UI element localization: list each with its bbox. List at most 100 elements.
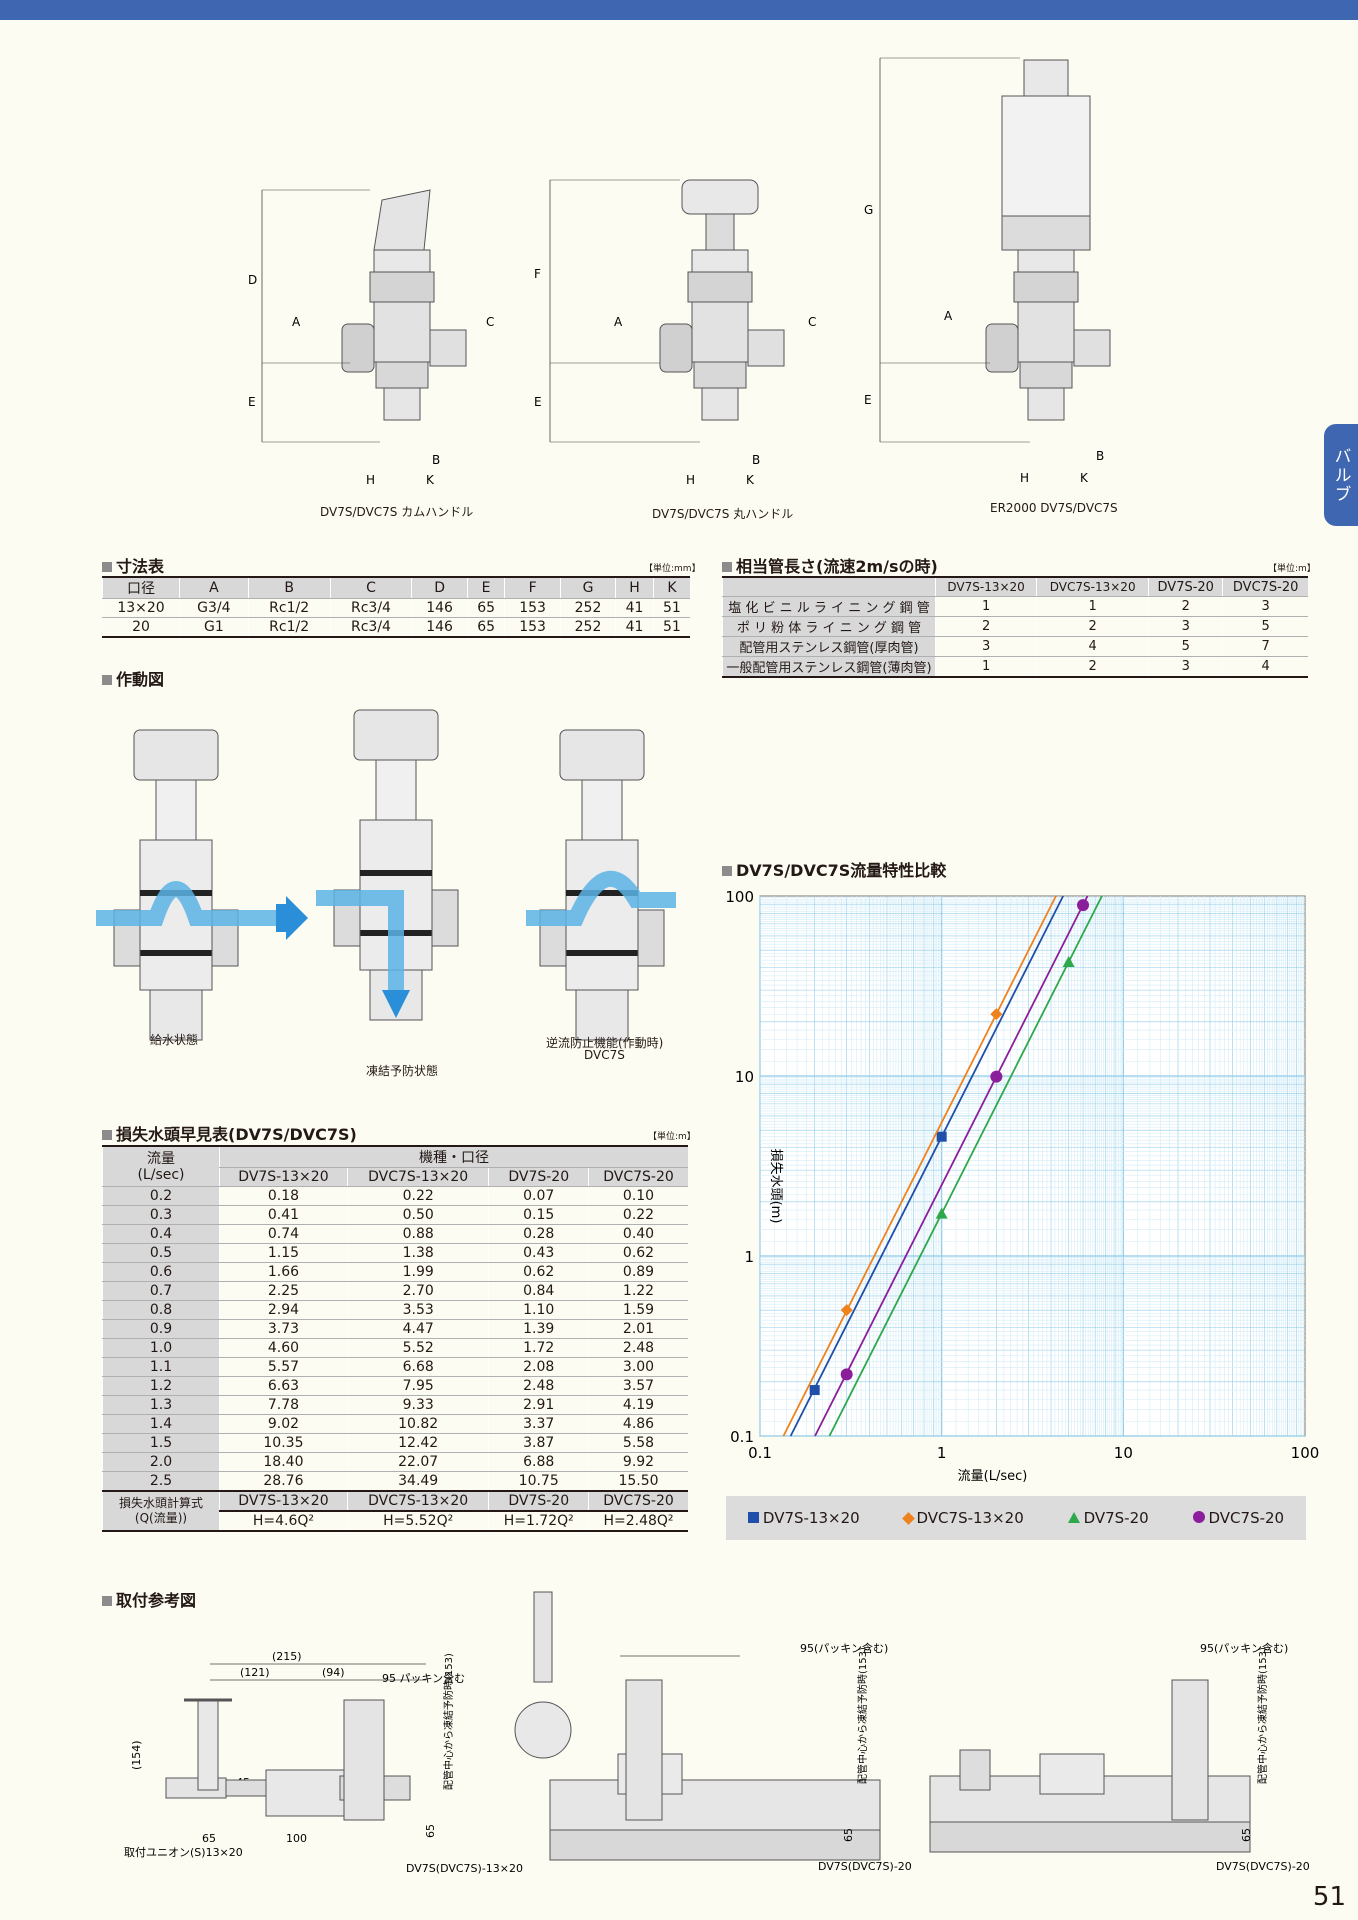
triangle-marker xyxy=(935,1207,948,1219)
dim-E3: E xyxy=(864,393,872,407)
triangle-marker-icon xyxy=(1067,1512,1080,1523)
svg-text:(121): (121) xyxy=(240,1666,270,1679)
dim-A1: A xyxy=(292,315,301,329)
svg-text:95 パッキン含む: 95 パッキン含む xyxy=(382,1671,465,1685)
circle-marker xyxy=(990,1070,1003,1083)
x-tick-label: 0.1 xyxy=(748,1444,772,1462)
dim-G: G xyxy=(864,203,873,217)
svg-text:(215): (215) xyxy=(272,1650,302,1663)
install-a: (215) (121) (94) 95 パッキン含む (154) 45 65 1… xyxy=(124,1650,523,1875)
caption-cam: DV7S/DVC7S カムハンドル xyxy=(320,505,474,519)
dim-E1: E xyxy=(248,395,256,409)
install-b: 95(パッキン含む) 配管中心から凍結予防時(153) 65 DV7S(DVC7… xyxy=(514,1591,912,1873)
caption-er: ER2000 DV7S/DVC7S xyxy=(990,501,1118,515)
page-number: 51 xyxy=(1312,1882,1346,1912)
dim-B2: B xyxy=(752,453,760,467)
install-c: 95(パッキン含む) 配管中心から凍結予防時(153) 65 DV7S(DVC7… xyxy=(929,1641,1310,1873)
operation-title: 作動図 xyxy=(102,666,164,690)
y-tick-label: 10 xyxy=(735,1068,754,1086)
top-bar xyxy=(0,0,1358,20)
equiv-title: 相当管長さ(流速2m/sの時) xyxy=(722,553,938,577)
dim-F: F xyxy=(534,267,541,281)
square-marker xyxy=(809,1385,820,1396)
y-tick-label: 1 xyxy=(744,1248,754,1266)
legend-item: DVC7S-20 xyxy=(1192,1509,1284,1527)
cam-handle-valve xyxy=(341,189,467,421)
x-tick-label: 1 xyxy=(937,1444,947,1462)
svg-text:配管中心から凍結予防時(153): 配管中心から凍結予防時(153) xyxy=(1256,1647,1269,1784)
diamond-marker xyxy=(840,1304,853,1317)
svg-text:DV7S(DVC7S)-20: DV7S(DVC7S)-20 xyxy=(1216,1860,1310,1873)
diamond-marker-icon xyxy=(901,1512,915,1525)
legend-item: DV7S-13×20 xyxy=(747,1509,860,1527)
svg-text:95(パッキン含む): 95(パッキン含む) xyxy=(800,1641,888,1655)
svg-text:95(パッキン含む): 95(パッキン含む) xyxy=(1200,1641,1288,1655)
round-handle-valve xyxy=(659,179,785,421)
svg-text:65: 65 xyxy=(842,1828,855,1842)
dim-D: D xyxy=(248,273,257,287)
svg-text:(94): (94) xyxy=(322,1666,345,1679)
dim-C1: C xyxy=(486,315,494,329)
chart-legend: DV7S-13×20 DVC7S-13×20 DV7S-20 DVC7S-20 xyxy=(726,1496,1306,1540)
svg-text:65: 65 xyxy=(1240,1828,1253,1842)
svg-text:DV7S(DVC7S)-20: DV7S(DVC7S)-20 xyxy=(818,1860,912,1873)
chart-title: DV7S/DVC7S流量特性比較 xyxy=(722,857,946,881)
loss-title: 損失水頭早見表(DV7S/DVC7S) xyxy=(102,1121,357,1145)
x-tick-label: 100 xyxy=(1291,1444,1320,1462)
x-tick-label: 10 xyxy=(1114,1444,1133,1462)
dim-C2: C xyxy=(808,315,816,329)
side-tab[interactable]: バルブ xyxy=(1324,424,1358,526)
circle-marker xyxy=(1077,899,1090,912)
dim-H3: H xyxy=(1020,471,1029,485)
svg-text:配管中心から凍結予防時(153): 配管中心から凍結予防時(153) xyxy=(856,1647,869,1784)
dim-A2: A xyxy=(614,315,623,329)
dim-E2: E xyxy=(534,395,542,409)
series-line xyxy=(828,895,1103,1437)
dim-K1: K xyxy=(426,473,435,487)
x-axis-label: 流量(L/sec) xyxy=(958,1469,1028,1484)
square-marker xyxy=(936,1131,947,1142)
equiv-unit: 【単位:m】 xyxy=(1268,564,1316,574)
er2000-valve xyxy=(985,59,1111,421)
caption-round: DV7S/DVC7S 丸ハンドル xyxy=(652,507,794,521)
series-line xyxy=(789,895,1064,1437)
circle-marker-icon xyxy=(1192,1511,1205,1523)
svg-text:100: 100 xyxy=(286,1832,307,1845)
op-caption-backflow: 逆流防止機能(作動時) xyxy=(546,1036,664,1050)
diamond-marker xyxy=(990,1008,1003,1021)
dim-H2: H xyxy=(686,473,695,487)
y-tick-label: 100 xyxy=(725,888,754,906)
legend-item: DV7S-20 xyxy=(1067,1509,1149,1527)
svg-text:配管中心から凍結予防時(153): 配管中心から凍結予防時(153) xyxy=(442,1653,455,1790)
svg-text:取付ユニオン(S)13×20: 取付ユニオン(S)13×20 xyxy=(124,1846,243,1859)
op-caption-supply: 給水状態 xyxy=(150,1033,199,1047)
dimensions-unit: 【単位:mm】 xyxy=(644,564,701,574)
install-diagrams: (215) (121) (94) 95 パッキン含む (154) 45 65 1… xyxy=(124,1591,1310,1875)
square-marker-icon xyxy=(747,1512,759,1523)
svg-text:DV7S(DVC7S)-13×20: DV7S(DVC7S)-13×20 xyxy=(406,1862,523,1875)
svg-text:65: 65 xyxy=(202,1832,216,1845)
circle-marker xyxy=(840,1368,853,1381)
install-title: 取付参考図 xyxy=(102,1587,196,1611)
operation-diagram xyxy=(96,709,676,1041)
